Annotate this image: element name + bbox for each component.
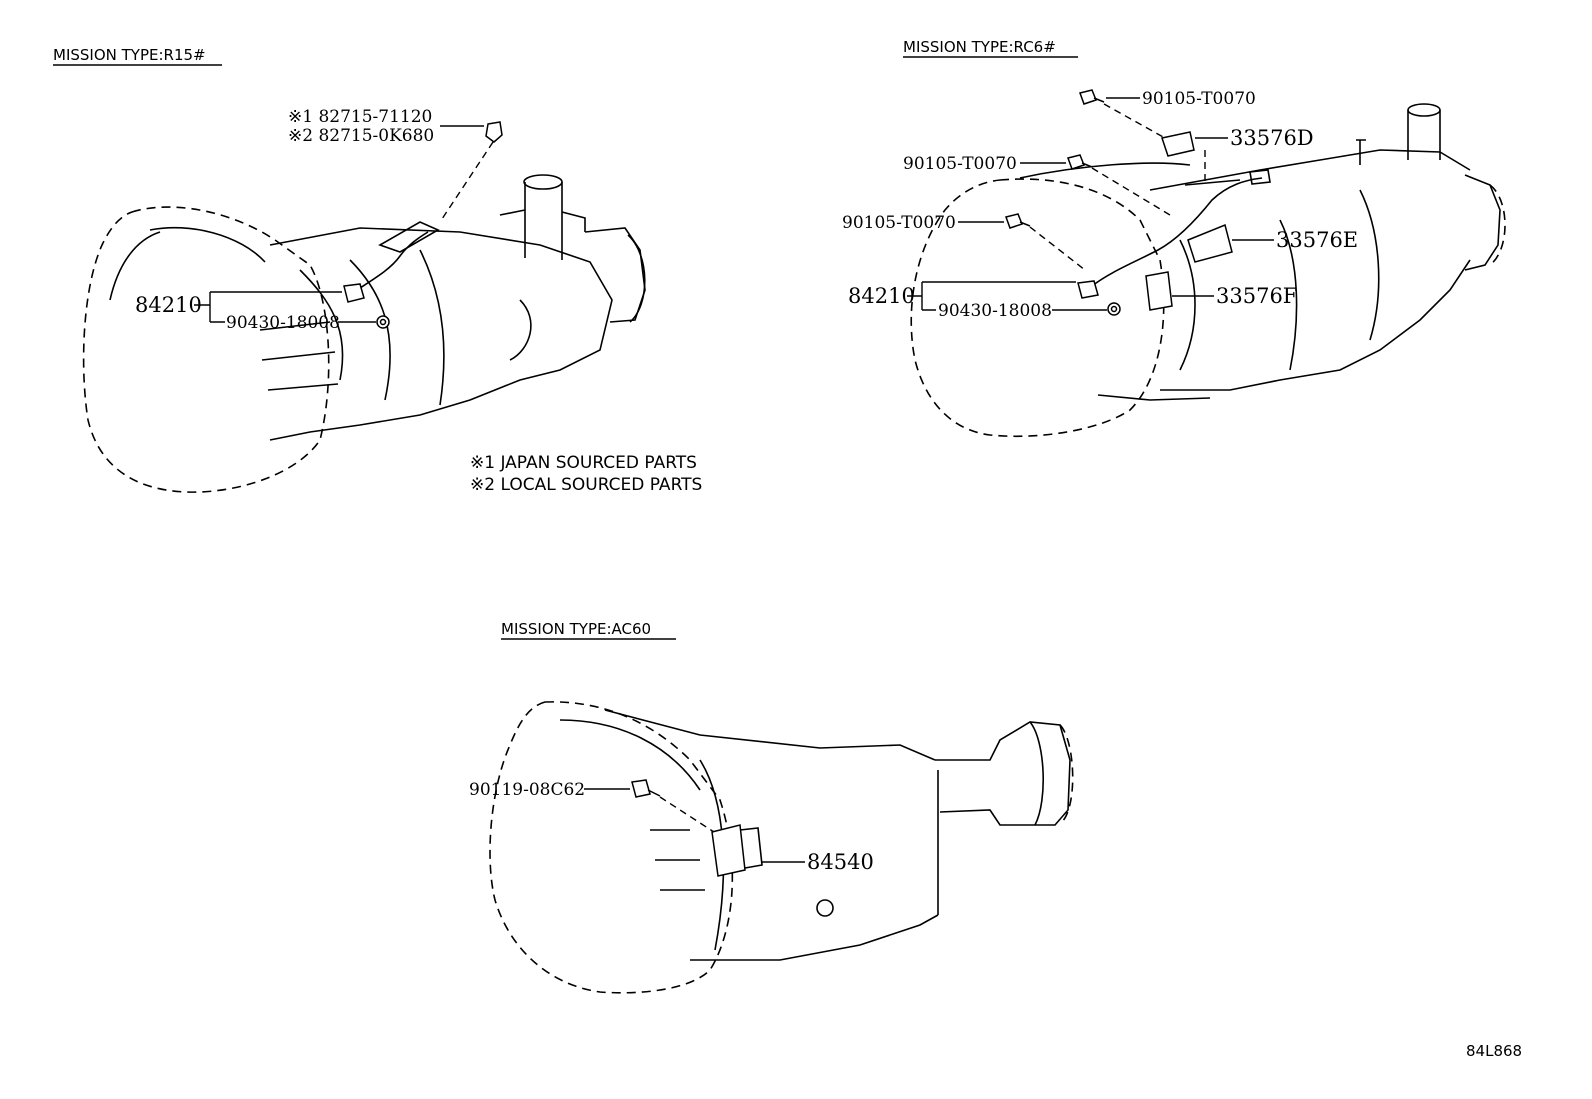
note-local-sourced: ※2 LOCAL SOURCED PARTS [470, 475, 702, 495]
bolt-90105-mid [1067, 154, 1093, 170]
leader-bolt-top-dashed [1103, 103, 1166, 139]
rc6-extension-hidden [1489, 184, 1506, 266]
label-bolt-mid: 90105-T0070 [903, 154, 1017, 174]
speed-sensor-84210-rc6 [1077, 280, 1099, 299]
leader-bolt-mid-dashed [1091, 167, 1171, 216]
rc6-lower-edge [1097, 394, 1211, 401]
bracket-33576e [1187, 223, 1233, 263]
label-sensor-r15: 84210 [135, 293, 202, 317]
sensor-harness [353, 231, 429, 293]
section-title-rc6: MISSION TYPE:RC6# [903, 38, 1056, 56]
section-ac60: MISSION TYPE:AC60 90119-08C62 84540 [469, 620, 1074, 994]
label-gasket-r15: 90430-18008 [226, 313, 340, 333]
rc6-bell-housing-outline [910, 178, 1165, 438]
rc6-extension [1464, 174, 1501, 271]
bracket-33576d [1161, 131, 1195, 157]
label-switch-ac60: 84540 [807, 850, 874, 874]
label-bolt-ac60: 90119-08C62 [469, 780, 585, 800]
section-title-ac60: MISSION TYPE:AC60 [501, 620, 651, 638]
section-title-r15: MISSION TYPE:R15# [53, 46, 206, 64]
rc6-top-contour [1149, 149, 1471, 191]
label-sensor-rc6: 84210 [848, 284, 915, 308]
gasket-hole-rc6 [1110, 305, 1118, 313]
extension-housing [584, 227, 646, 323]
leader-sensor-bracket [194, 291, 342, 323]
switch-connector [739, 827, 763, 869]
rc6-breather [1356, 139, 1366, 165]
leader-sensor-bracket-rc6 [907, 281, 1076, 311]
rc6-rib-2 [1279, 219, 1298, 371]
rc6-connector [1249, 169, 1271, 185]
ac60-case-fins [650, 829, 705, 891]
rc6-harness-upper [1184, 179, 1241, 186]
label-bracket-e: 33576E [1276, 228, 1358, 252]
case-fins [259, 321, 339, 391]
label-bracket-f: 33576F [1216, 284, 1297, 308]
ac60-extension-housing [935, 721, 1071, 826]
harness-bracket [378, 221, 440, 253]
ac60-bell-rim [559, 719, 701, 791]
rc6-rib-1 [1179, 239, 1196, 371]
label-bolt-top: 90105-T0070 [1142, 89, 1256, 109]
rc6-tower-top [1407, 103, 1441, 117]
tower-top [523, 174, 563, 190]
bell-housing-outline [82, 206, 330, 493]
case-rib-2 [349, 259, 391, 401]
rc6-rib-3 [1359, 189, 1380, 341]
rc6-sensor-harness [1091, 177, 1263, 287]
ac60-top-contour [604, 709, 936, 761]
bell-housing-rim [149, 226, 266, 263]
ac60-bottom-contour [690, 914, 939, 961]
bolt-90105-top [1079, 89, 1105, 105]
bracket-33576f [1145, 271, 1173, 311]
main-case-outline [269, 227, 613, 441]
label-clip-japan: ※1 82715-71120 [288, 107, 432, 127]
gasket-hole [379, 318, 387, 326]
label-clip-local: ※2 82715-0K680 [288, 126, 434, 146]
bolt-90105-low [1005, 213, 1031, 229]
ac60-bell-housing-outline [489, 701, 734, 994]
bolt-90119-08c62 [631, 779, 661, 798]
rc6-bottom-contour [1160, 259, 1471, 391]
tower-sides [524, 182, 563, 260]
ac60-extension-flange [1029, 721, 1044, 826]
case-rib-1 [299, 269, 344, 381]
transmission-rc6-drawing [910, 103, 1506, 438]
neutral-switch-84540 [711, 824, 746, 877]
rc6-tower-sides [1407, 110, 1441, 160]
transmission-r15-drawing [82, 174, 646, 493]
note-japan-sourced: ※1 JAPAN SOURCED PARTS [470, 453, 697, 473]
section-r15: MISSION TYPE:R15# [53, 46, 702, 495]
ac60-extension-hidden [1059, 724, 1074, 823]
extension-flange [627, 234, 646, 323]
label-gasket-rc6: 90430-18008 [938, 301, 1052, 321]
rc6-bell-rim [1019, 162, 1191, 179]
clip-82715 [485, 121, 503, 143]
tower-flange [499, 209, 586, 232]
label-bolt-low: 90105-T0070 [842, 213, 956, 233]
bell-housing-edge [109, 231, 161, 301]
label-bracket-d: 33576D [1230, 126, 1314, 150]
section-rc6: MISSION TYPE:RC6# [842, 38, 1506, 438]
leader-clip-dashed [439, 141, 494, 223]
case-rib-3 [419, 249, 445, 406]
transmission-ac60-drawing [489, 701, 1074, 994]
figure-code: 84L868 [1466, 1042, 1522, 1060]
case-boss [509, 299, 532, 361]
leader-bolt-low-dashed [1029, 226, 1086, 271]
leader-bolt-ac60-dashed [659, 796, 715, 833]
speed-sensor-84210 [343, 283, 365, 303]
ac60-plug [816, 899, 834, 917]
